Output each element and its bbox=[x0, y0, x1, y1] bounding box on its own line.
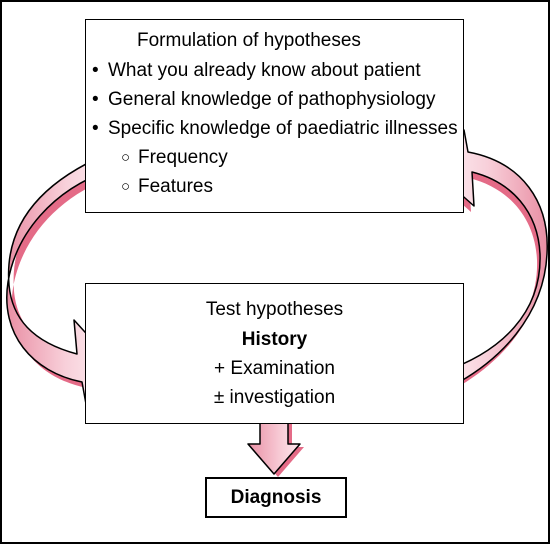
bullet-text: Specific knowledge of paediatric illness… bbox=[108, 118, 458, 139]
bullet-item: • What you already know about patient bbox=[92, 60, 421, 82]
history-label: History bbox=[241, 329, 308, 350]
examination-label: + Examination bbox=[214, 358, 335, 379]
bullet-icon: • bbox=[92, 60, 99, 81]
test-hypotheses-title: Test hypotheses bbox=[205, 299, 344, 320]
diagnosis-label: Diagnosis bbox=[230, 487, 322, 508]
down-arrow bbox=[247, 417, 304, 477]
bullet-icon: • bbox=[92, 89, 99, 110]
test-hypotheses-box: Test hypotheses History + Examination ± … bbox=[85, 283, 464, 424]
hypotheses-title: Formulation of hypotheses bbox=[137, 30, 361, 51]
sub-bullet-text: Frequency bbox=[138, 147, 228, 168]
sub-bullet-text: Features bbox=[138, 176, 213, 197]
bullet-text: What you already know about patient bbox=[108, 60, 421, 81]
bullet-item: • General knowledge of pathophysiology bbox=[92, 89, 435, 111]
sub-bullet-item: ○ Frequency bbox=[121, 147, 228, 169]
hypotheses-box: Formulation of hypotheses • What you alre… bbox=[85, 19, 464, 213]
bullet-text: General knowledge of pathophysiology bbox=[108, 89, 436, 110]
bullet-icon: • bbox=[92, 118, 99, 139]
bullet-item: • Specific knowledge of paediatric illnes… bbox=[92, 118, 458, 140]
sub-bullet-item: ○ Features bbox=[121, 176, 213, 198]
investigation-label: ± investigation bbox=[213, 387, 336, 408]
circle-bullet-icon: ○ bbox=[121, 149, 131, 166]
circle-bullet-icon: ○ bbox=[121, 178, 131, 195]
diagnosis-box: Diagnosis bbox=[205, 477, 347, 518]
